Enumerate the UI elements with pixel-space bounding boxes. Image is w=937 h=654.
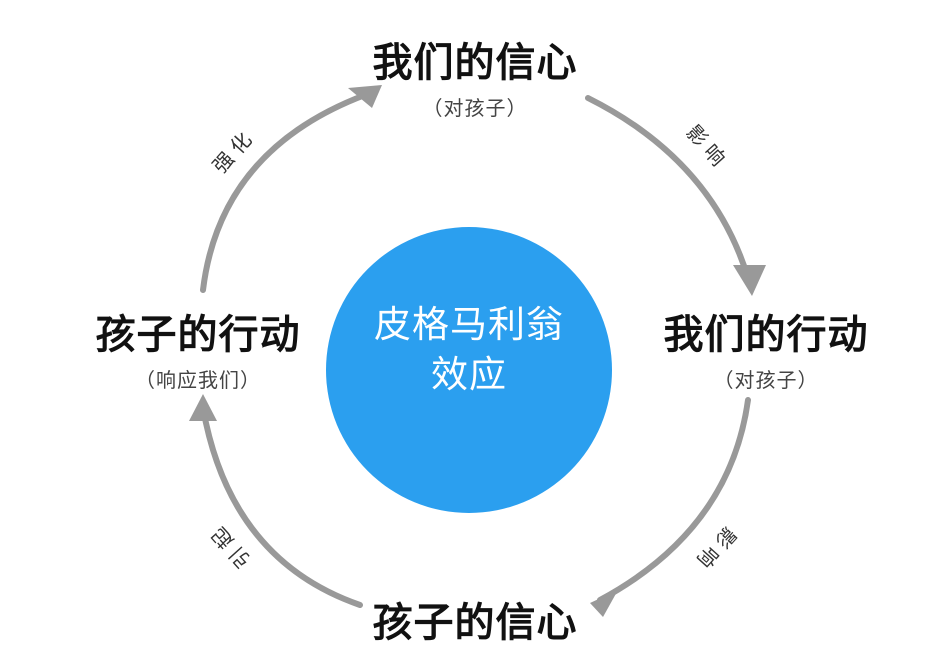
- node-left-subtitle: （响应我们）: [135, 368, 261, 392]
- node-bottom-title: 孩子的信心: [372, 600, 578, 646]
- center-label-line1: 皮格马利翁: [374, 303, 564, 346]
- arrow-left-top: [200, 92, 368, 293]
- node-top-subtitle: （对孩子）: [422, 96, 528, 120]
- node-left-title: 孩子的行动: [95, 312, 301, 358]
- arrowhead-left-top: [348, 85, 382, 108]
- center-label-line2: 效应: [431, 353, 507, 396]
- arrow-bottom-left: [200, 405, 363, 608]
- arrowhead-bottom-left: [189, 394, 217, 421]
- node-right-title: 我们的行动: [663, 312, 869, 358]
- arrow-top-right: [585, 95, 751, 281]
- node-top: 我们的信心 （对孩子）: [355, 30, 595, 121]
- center-label: 皮格马利翁 效应: [326, 300, 612, 400]
- center-circle: [326, 227, 612, 513]
- node-top-title: 我们的信心: [372, 40, 578, 86]
- node-bottom: 孩子的信心: [355, 590, 595, 648]
- arrowhead-right-bottom: [590, 590, 618, 617]
- node-right: 我们的行动 （对孩子）: [646, 302, 886, 393]
- arrowhead-top-right: [733, 265, 766, 296]
- node-left: 孩子的行动 （响应我们）: [78, 302, 318, 393]
- node-right-subtitle: （对孩子）: [713, 368, 819, 392]
- arrow-right-bottom: [597, 397, 751, 603]
